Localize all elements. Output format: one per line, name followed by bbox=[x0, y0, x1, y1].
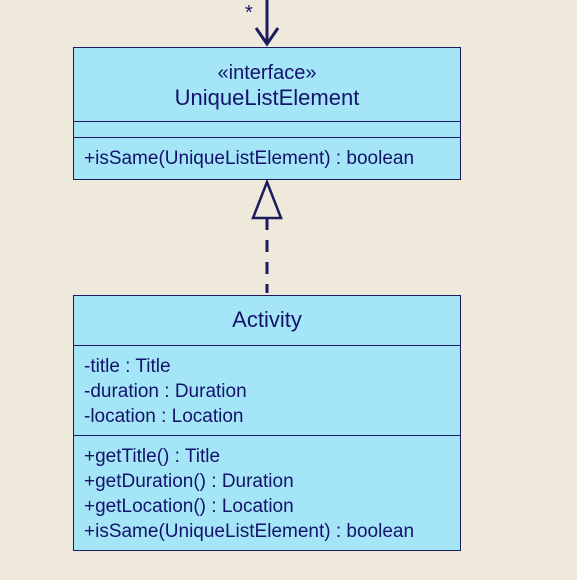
realization-arrowhead bbox=[251, 178, 283, 220]
operation-is-same: +isSame(UniqueListElement) : boolean bbox=[84, 148, 415, 169]
interface-header: «interface» UniqueListElement bbox=[74, 48, 460, 122]
association-multiplicity: * bbox=[245, 2, 253, 24]
interface-attributes bbox=[74, 122, 460, 138]
activity-name: Activity bbox=[232, 307, 302, 332]
interface-name: UniqueListElement bbox=[174, 85, 360, 110]
interface-stereotype: «interface» bbox=[217, 62, 317, 84]
operation-is-same: +isSame(UniqueListElement) : boolean bbox=[84, 521, 415, 542]
activity-attributes: -title : Title -duration : Duration -loc… bbox=[74, 346, 460, 436]
class-activity: Activity -title : Title -duration : Dura… bbox=[73, 295, 461, 551]
attribute-location: -location : Location bbox=[84, 406, 244, 427]
interface-unique-list-element: «interface» UniqueListElement +isSame(Un… bbox=[73, 47, 461, 180]
interface-operations: +isSame(UniqueListElement) : boolean bbox=[74, 138, 460, 171]
activity-header: Activity bbox=[74, 296, 460, 346]
association-arrowhead bbox=[254, 27, 280, 47]
attribute-duration: -duration : Duration bbox=[84, 381, 247, 402]
operation-get-title: +getTitle() : Title bbox=[84, 446, 221, 467]
attribute-title: -title : Title bbox=[84, 356, 171, 377]
operation-get-location: +getLocation() : Location bbox=[84, 496, 294, 517]
operation-get-duration: +getDuration() : Duration bbox=[84, 471, 294, 492]
activity-operations: +getTitle() : Title +getDuration() : Dur… bbox=[74, 436, 460, 544]
